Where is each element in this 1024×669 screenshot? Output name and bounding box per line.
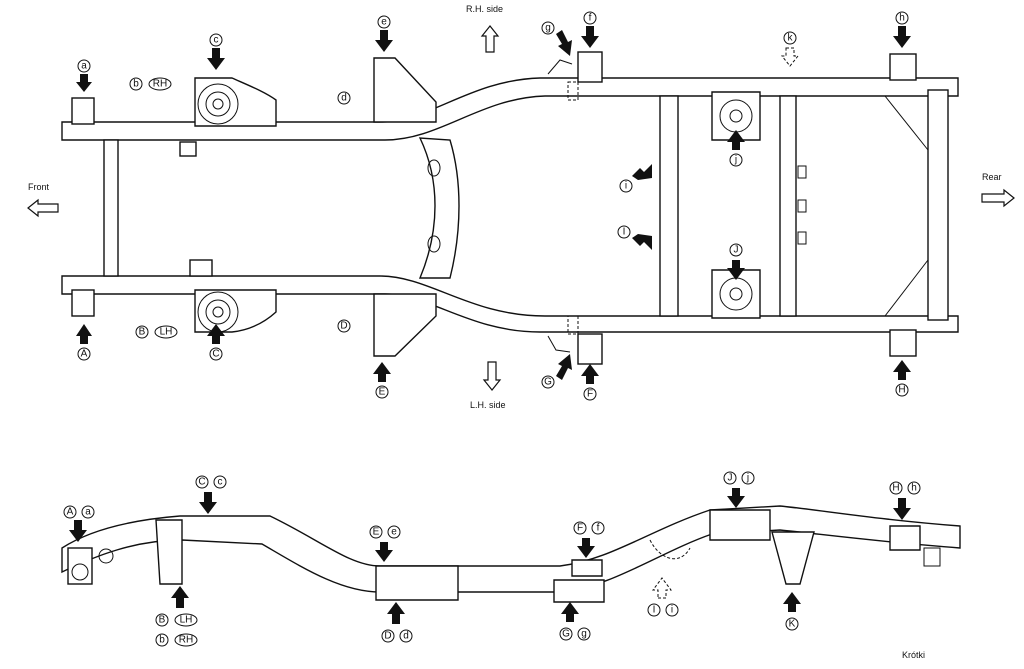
- label-i: i: [625, 181, 627, 192]
- arrow-C-icon: [207, 324, 225, 344]
- arrow-H-icon: [893, 360, 911, 380]
- label-g: g: [545, 23, 551, 34]
- arrow-f-icon: [581, 26, 599, 48]
- front-label: Front: [28, 182, 50, 192]
- side-label-H: H: [892, 483, 899, 494]
- watermark: Krótki: [902, 650, 925, 660]
- arrow-c-icon: [207, 48, 225, 70]
- arrow-h-icon: [893, 26, 911, 48]
- label-E: E: [379, 387, 386, 398]
- side-label-d: d: [403, 631, 409, 642]
- side-label-a: a: [85, 507, 91, 518]
- arrow-j-icon: [727, 130, 745, 150]
- tag-lh: LH: [160, 327, 173, 338]
- side-view-frame: [61, 505, 961, 603]
- arrow-g-icon: [556, 30, 572, 56]
- label-C: C: [212, 349, 219, 360]
- label-f: f: [589, 13, 592, 24]
- side-label-h: h: [911, 483, 917, 494]
- label-I: I: [623, 227, 626, 238]
- lh-side-arrow-icon: [482, 361, 502, 391]
- side-tag-rh: RH: [179, 635, 193, 646]
- label-c: c: [214, 35, 219, 46]
- side-arrow-G-icon: [561, 602, 579, 622]
- side-arrow-D-icon: [387, 602, 405, 624]
- label-b: b: [133, 79, 139, 90]
- side-label-c: c: [218, 477, 223, 488]
- label-B: B: [139, 327, 146, 338]
- label-F: F: [587, 389, 593, 400]
- side-label-g: g: [581, 629, 587, 640]
- tag-rh: RH: [153, 79, 167, 90]
- label-G: G: [544, 377, 552, 388]
- arrow-a-icon: [76, 74, 92, 92]
- arrow-A-icon: [76, 324, 92, 344]
- side-label-E: E: [373, 527, 380, 538]
- side-label-F: F: [577, 523, 583, 534]
- arrow-F-icon: [581, 364, 599, 384]
- rh-side-arrow-icon: [480, 25, 500, 53]
- side-tag-lh: LH: [180, 615, 193, 626]
- label-k: k: [788, 33, 794, 44]
- side-arrow-F-icon: [577, 538, 595, 558]
- rear-label: Rear: [982, 172, 1002, 182]
- side-label-f: f: [597, 523, 600, 534]
- side-label-K: K: [789, 619, 796, 630]
- side-label-e: e: [391, 527, 397, 538]
- arrow-I-icon: [632, 234, 652, 250]
- front-arrow-icon: [27, 198, 59, 218]
- side-arrow-J-icon: [727, 488, 745, 508]
- side-arrow-E-icon: [375, 542, 393, 562]
- label-d: d: [341, 93, 347, 104]
- side-arrow-B-icon: [171, 586, 189, 608]
- label-a: a: [81, 61, 87, 72]
- label-e: e: [381, 17, 387, 28]
- side-label-i: i: [671, 605, 673, 616]
- side-arrow-A-icon: [69, 520, 87, 542]
- side-label-D: D: [384, 631, 391, 642]
- side-label-b: b: [159, 635, 165, 646]
- label-D: D: [340, 321, 347, 332]
- arrow-G-icon: [556, 354, 572, 380]
- arrow-E-icon: [373, 362, 391, 382]
- side-arrow-K-icon: [783, 592, 801, 612]
- side-label-J: J: [728, 473, 733, 484]
- side-arrow-C-icon: [199, 492, 217, 514]
- label-A: A: [81, 349, 88, 360]
- side-arrow-I-icon: [652, 577, 672, 599]
- label-J: J: [734, 245, 739, 256]
- label-H: H: [898, 385, 905, 396]
- lower-mount-labels: A B LH C D E F G H I J: [76, 225, 911, 401]
- top-view-frame: [61, 51, 959, 365]
- side-label-I: I: [653, 605, 656, 616]
- rear-arrow-icon: [981, 188, 1015, 208]
- arrow-J-icon: [727, 260, 745, 280]
- side-view-labels: A a B LH b RH C c D d E e F f G g H h I …: [63, 471, 921, 647]
- arrow-k-icon: [780, 47, 800, 67]
- side-label-j: j: [746, 473, 749, 484]
- rh-side-label: R.H. side: [466, 4, 503, 14]
- side-label-B: B: [159, 615, 166, 626]
- arrow-e-icon: [375, 30, 393, 52]
- side-arrow-H-icon: [893, 498, 911, 520]
- side-label-C: C: [198, 477, 205, 488]
- side-label-A: A: [67, 507, 74, 518]
- label-j: j: [734, 155, 737, 166]
- upper-mount-labels: a b RH c d e f g h i j k: [76, 11, 911, 193]
- label-h: h: [899, 13, 905, 24]
- lh-side-label: L.H. side: [470, 400, 506, 410]
- arrow-i-icon: [632, 164, 652, 180]
- side-label-G: G: [562, 629, 570, 640]
